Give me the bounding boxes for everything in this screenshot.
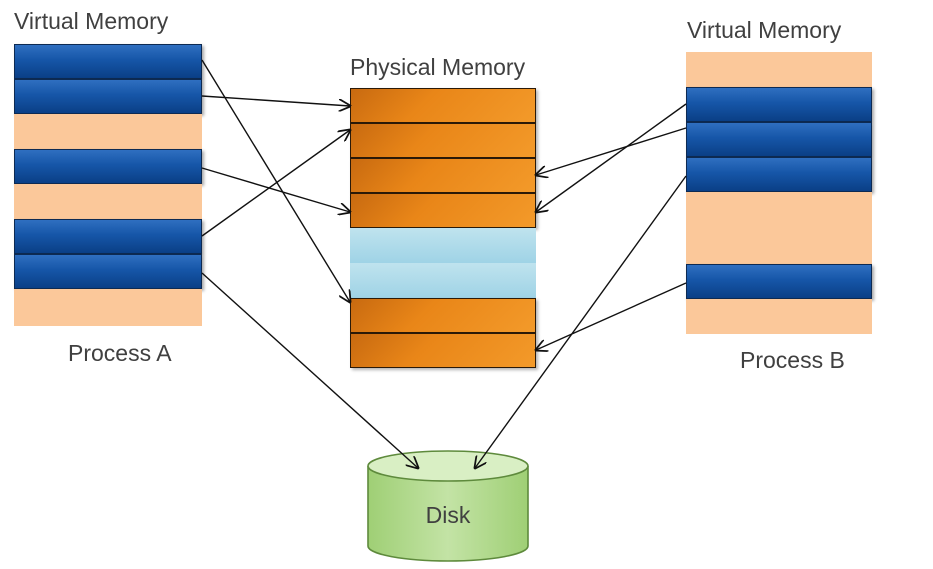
disk-label: Disk	[426, 502, 471, 528]
physical-frame-4	[350, 193, 536, 228]
process-b-page-2	[686, 87, 872, 122]
physical-frame-6	[350, 263, 536, 298]
arrow-b4-to-disk	[475, 175, 687, 468]
process-b-page-6	[686, 227, 872, 262]
physical-frame-2	[350, 123, 536, 158]
process-b-header: Virtual Memory	[687, 17, 842, 43]
process-a-page-5	[14, 184, 202, 219]
physical-frame-5	[350, 228, 536, 263]
process-b-page-8	[686, 299, 872, 334]
process-a-header: Virtual Memory	[14, 8, 169, 34]
process-a-page-3	[14, 114, 202, 149]
process-a-label: Process A	[68, 340, 172, 366]
physical-frame-8	[350, 333, 536, 368]
process-b-page-1	[686, 52, 872, 87]
arrow-a1-to-frame7	[201, 59, 350, 302]
process-a-page-4	[14, 149, 202, 184]
arrow-b2-to-frame4	[536, 103, 687, 212]
arrow-b3-to-frame3	[536, 127, 687, 175]
arrow-a7-to-disk	[201, 272, 418, 468]
arrow-a6-to-frame2	[201, 130, 350, 237]
process-b-page-4	[686, 157, 872, 192]
process-a-page-6	[14, 219, 202, 254]
physical-frame-7	[350, 298, 536, 333]
arrow-b7-to-frame8	[536, 282, 687, 350]
physical-memory	[350, 88, 536, 368]
process-b-page-3	[686, 122, 872, 157]
physical-frame-3	[350, 158, 536, 193]
process-a-page-8	[14, 289, 202, 324]
arrow-a2-to-frame1	[201, 95, 350, 106]
process-a-page-7	[14, 254, 202, 289]
process-b-label: Process B	[740, 347, 845, 373]
process-b-virtual-memory	[686, 52, 872, 334]
process-b-page-7	[686, 264, 872, 299]
process-b-page-5	[686, 192, 872, 227]
arrow-a4-to-frame4	[201, 167, 350, 212]
process-a-virtual-memory	[14, 44, 202, 326]
process-a-page-1	[14, 44, 202, 79]
process-a-page-2	[14, 79, 202, 114]
physical-memory-header: Physical Memory	[350, 54, 526, 80]
